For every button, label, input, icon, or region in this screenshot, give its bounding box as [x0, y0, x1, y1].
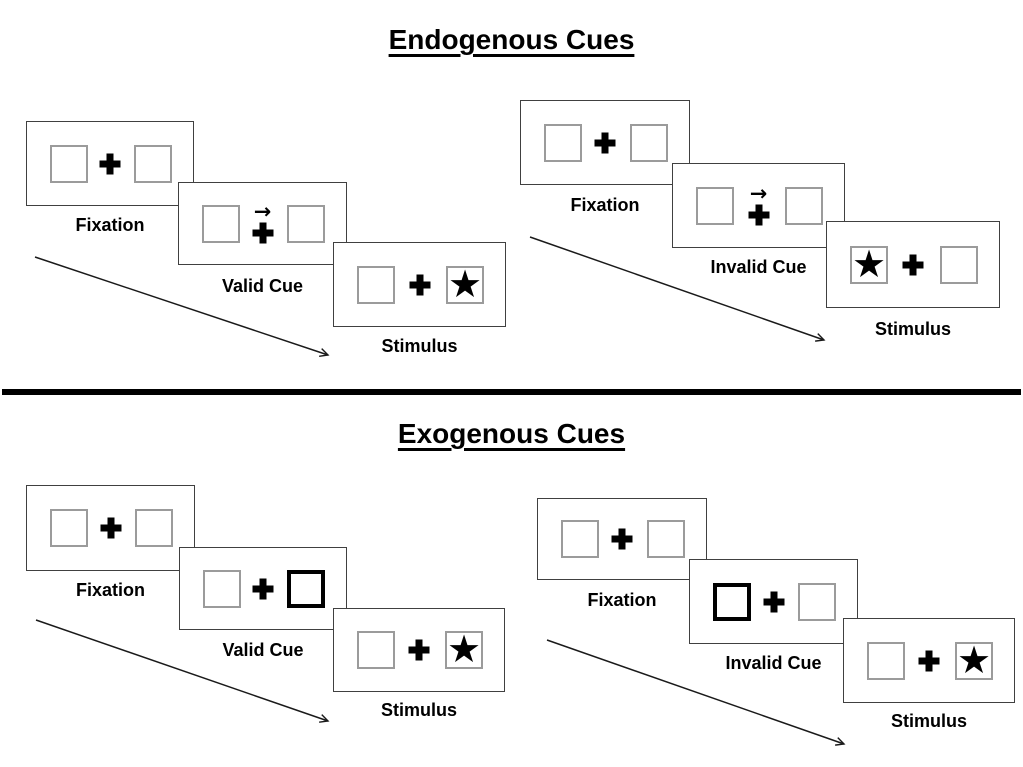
left-highlighted-cue-box [713, 582, 751, 621]
right-placeholder-box [785, 186, 823, 225]
left-placeholder-box [50, 144, 88, 183]
fixation-cross-icon [918, 650, 940, 671]
left-placeholder-box [50, 509, 88, 547]
fixation-cross-icon [902, 254, 924, 275]
timeline-arrow-endo-invalid [529, 236, 826, 342]
right-placeholder-box [135, 509, 173, 547]
timeline-arrow-exo-valid [35, 619, 330, 723]
left-target-box: ★ [850, 241, 888, 286]
left-placeholder-box [544, 123, 582, 162]
panel-label: Fixation [587, 590, 657, 610]
valid-cue-card: → [178, 182, 347, 265]
fixation-card [26, 485, 195, 571]
section-title-exogenous: Exogenous Cues [397, 418, 626, 449]
valid-cue-card [179, 547, 347, 630]
timeline-arrow-exo-invalid [546, 639, 846, 746]
left-placeholder-box [867, 641, 905, 680]
panel-label: Valid Cue [221, 276, 304, 296]
panel-label: Stimulus [890, 711, 967, 731]
target-star-icon: ★ [446, 627, 482, 671]
panel-label: Stimulus [874, 319, 951, 339]
stimulus-card: ★ [826, 221, 1000, 308]
stimulus-card: ★ [333, 242, 506, 327]
target-star-icon: ★ [851, 241, 887, 286]
right-placeholder-box [630, 123, 668, 162]
target-star-icon: ★ [447, 261, 483, 306]
panel-label: Valid Cue [222, 640, 304, 660]
section-divider [2, 389, 1021, 395]
fixation-cross-icon [611, 528, 633, 550]
right-placeholder-box [798, 582, 836, 621]
cue-arrow-right-icon: → [253, 199, 272, 223]
left-placeholder-box [696, 186, 734, 225]
right-placeholder-box [647, 520, 685, 558]
fixation-cross-icon [408, 639, 430, 661]
fixation-cross-icon [99, 153, 121, 174]
stimulus-card: ★ [333, 608, 505, 692]
fixation-cross-icon [252, 578, 274, 599]
stimulus-card: ★ [843, 618, 1015, 703]
panel-label: Fixation [570, 195, 640, 215]
fixation-cross-icon [594, 132, 616, 153]
target-star-icon: ★ [956, 637, 992, 682]
fixation-cross-icon [100, 517, 121, 539]
invalid-cue-card: → [672, 163, 845, 248]
fixation-cross-icon [409, 274, 430, 295]
panel-label: Fixation [75, 215, 145, 235]
left-placeholder-box [357, 631, 395, 669]
right-placeholder-box [134, 144, 172, 183]
cue-arrow-right-icon: → [749, 181, 768, 205]
panel-label: Invalid Cue [710, 257, 807, 277]
fixation-cross-icon [763, 591, 784, 612]
fixation-card [537, 498, 707, 580]
right-highlighted-cue-box [287, 569, 325, 608]
right-target-box: ★ [955, 637, 993, 682]
panel-label: Fixation [75, 580, 145, 600]
panel-label: Stimulus [380, 700, 457, 720]
right-placeholder-box [287, 204, 325, 243]
left-placeholder-box [202, 204, 240, 243]
left-placeholder-box [561, 520, 599, 558]
fixation-cross-icon [748, 204, 769, 225]
section-title-endogenous: Endogenous Cues [388, 24, 635, 55]
panel-label: Invalid Cue [725, 653, 822, 673]
left-placeholder-box [203, 569, 241, 608]
fixation-card [26, 121, 194, 206]
invalid-cue-card [689, 559, 858, 644]
right-target-box: ★ [445, 627, 483, 671]
left-placeholder-box [357, 265, 395, 304]
panel-label: Stimulus [381, 336, 458, 356]
fixation-card [520, 100, 690, 185]
right-placeholder-box [940, 245, 978, 284]
right-target-box: ★ [446, 261, 484, 306]
timeline-arrow-endo-valid [34, 256, 330, 357]
fixation-cross-icon [252, 222, 273, 243]
